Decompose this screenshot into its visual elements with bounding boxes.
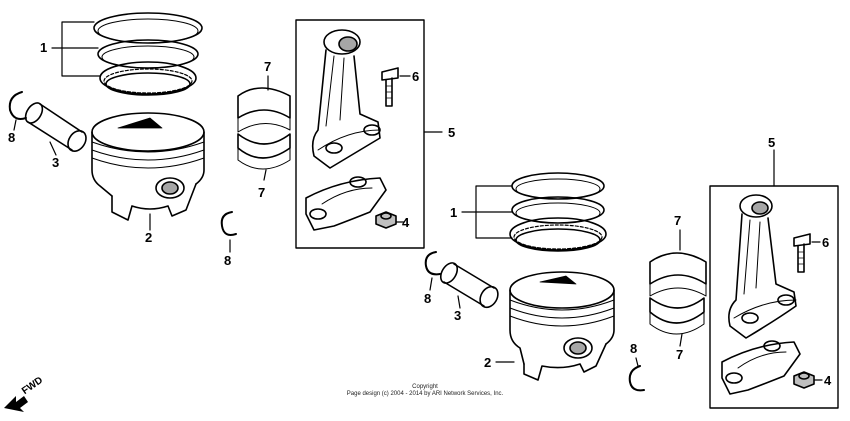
piston-rings-left[interactable] [93, 12, 203, 96]
label-connecting-rod-bolt-right: 6 [822, 235, 830, 250]
connecting-rod-left[interactable] [311, 29, 381, 169]
connecting-rod-cap-left[interactable] [305, 176, 387, 231]
label-bearing-cap-nut-right: 4 [824, 373, 832, 388]
connecting-rod-bearing-left[interactable] [237, 87, 291, 170]
piston-pin-right[interactable] [437, 260, 501, 311]
connecting-rod-cap-right[interactable] [721, 340, 801, 395]
label-piston-pin-clip-right-2: 8 [630, 341, 638, 356]
label-piston-pin-left: 3 [52, 155, 60, 170]
label-piston-pin-clip-right-1: 8 [424, 291, 432, 306]
label-connecting-rod-bolt-left: 6 [412, 69, 420, 84]
connecting-rod-bolt-left[interactable] [381, 67, 399, 107]
copyright-line-1: Copyright [412, 384, 438, 390]
label-piston-pin-clip-left-2: 8 [224, 253, 232, 268]
piston-pin-clip-right-2[interactable] [628, 365, 645, 392]
forward-arrow-icon [4, 396, 28, 412]
label-bearing-left-top: 7 [264, 59, 272, 74]
label-piston-pin-right: 3 [454, 308, 462, 323]
label-piston-left: 2 [145, 230, 153, 245]
piston-rings-right[interactable] [509, 172, 607, 252]
label-piston-rings-left: 1 [40, 40, 48, 55]
label-bearing-right-top: 7 [674, 213, 682, 228]
label-connecting-rod-assembly-left: 5 [448, 125, 456, 140]
bearing-cap-nut-left[interactable] [375, 211, 397, 229]
label-bearing-cap-nut-left: 4 [402, 215, 410, 230]
piston-pin-clip-right-1[interactable] [424, 251, 441, 276]
label-connecting-rod-assembly-right: 5 [768, 135, 776, 150]
connecting-rod-right[interactable] [728, 194, 797, 339]
bearing-cap-nut-right[interactable] [793, 371, 815, 389]
piston-right[interactable] [509, 271, 615, 381]
connecting-rod-bearing-right[interactable] [649, 252, 707, 335]
label-bearing-left-bottom: 7 [258, 185, 266, 200]
piston-pin-left[interactable] [22, 100, 90, 155]
label-piston-right: 2 [484, 355, 492, 370]
copyright-line-2: Page design (c) 2004 - 2014 by ARI Netwo… [346, 391, 504, 397]
piston-pin-clip-left-2[interactable] [220, 211, 237, 236]
label-piston-pin-clip-left-1: 8 [8, 130, 16, 145]
label-piston-rings-right: 1 [450, 205, 458, 220]
piston-left[interactable] [91, 112, 205, 221]
copyright-notice: Copyright Page design (c) 2004 - 2014 by… [300, 384, 550, 398]
label-bearing-right-bottom: 7 [676, 347, 684, 362]
piston-pin-clip-left-1[interactable] [8, 91, 27, 120]
connecting-rod-bolt-right[interactable] [793, 233, 811, 273]
forward-direction-indicator: FWD [2, 374, 58, 414]
